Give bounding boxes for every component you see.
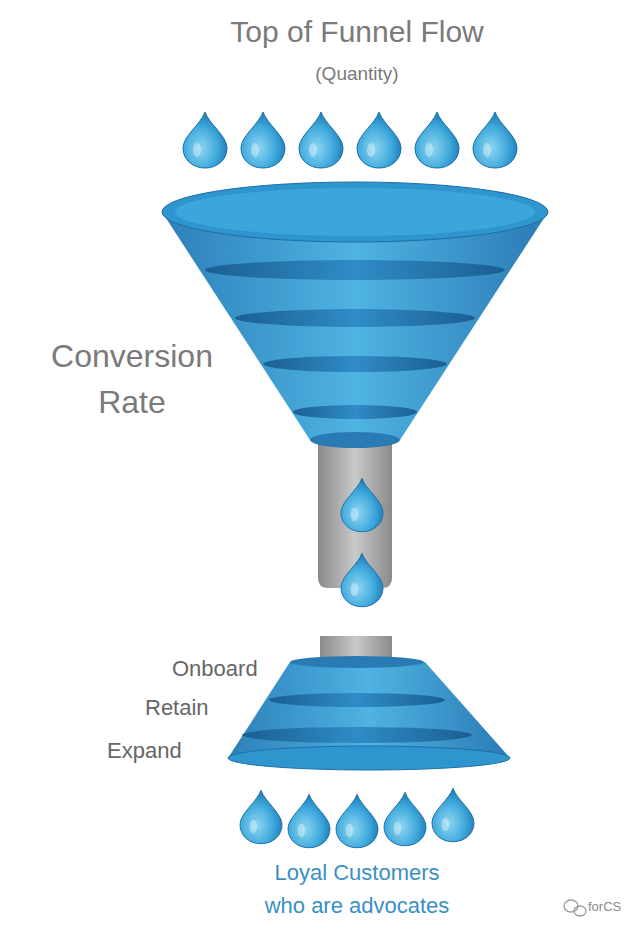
stage-label: Retain [145, 695, 245, 721]
stage-label: Conversion Rate [36, 333, 228, 425]
outcome-label: Loyal Customers who are advocates [252, 856, 462, 922]
stage-label: Onboard [172, 656, 292, 682]
stage-label: Expand [107, 738, 207, 764]
subtitle-text: (Quantity) [257, 62, 457, 85]
watermark-text: forCS [588, 899, 636, 915]
title-text: Top of Funnel Flow [160, 14, 554, 50]
